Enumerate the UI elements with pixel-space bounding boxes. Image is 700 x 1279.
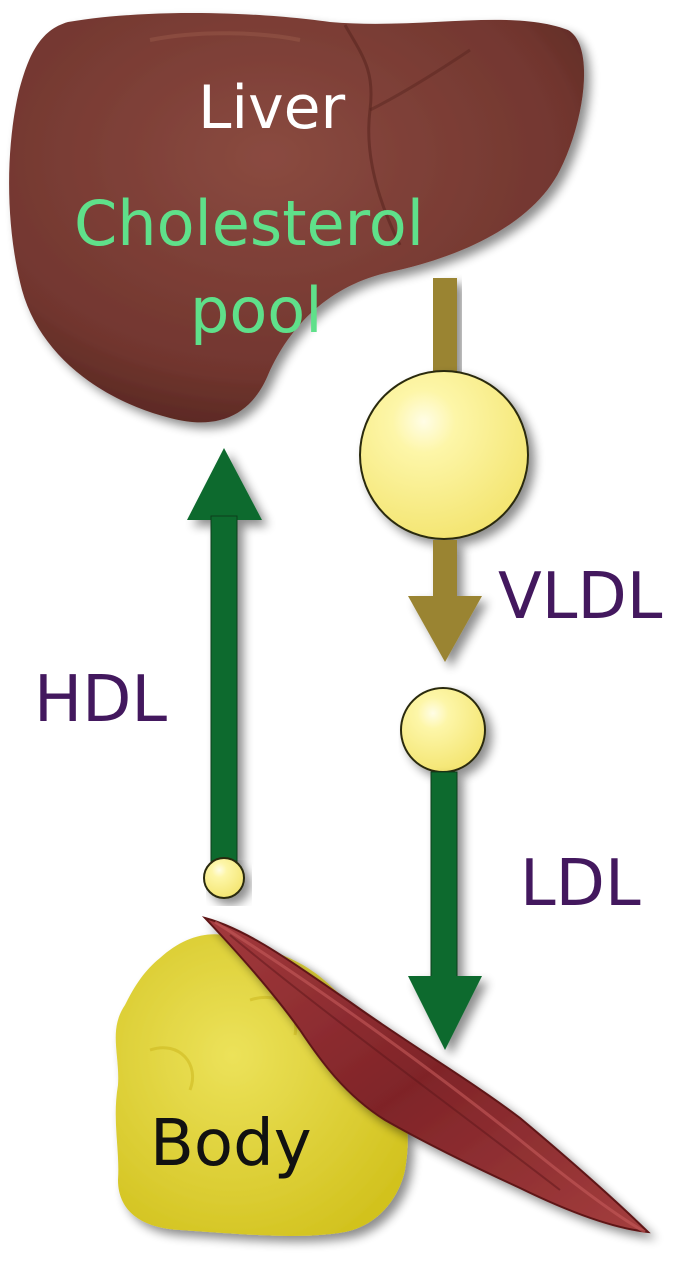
ldl-label: LDL	[520, 847, 641, 921]
hdl-label: HDL	[34, 663, 168, 737]
ldl-arrow	[408, 771, 482, 1050]
cholesterol-pool-label-line1: Cholesterol	[74, 187, 424, 260]
vldl-label: VLDL	[498, 560, 663, 634]
hdl-particle	[203, 857, 245, 899]
hdl-arrow	[187, 448, 262, 863]
ldl-particle	[400, 687, 486, 773]
liver-organ-icon	[9, 12, 585, 423]
liver-label: Liver	[198, 73, 346, 143]
muscle-tissue-icon	[201, 916, 651, 1234]
cholesterol-pool-label-line2: pool	[190, 274, 323, 347]
vldl-particle	[359, 370, 529, 540]
vldl-arrow	[408, 540, 482, 662]
body-label: Body	[150, 1107, 312, 1181]
